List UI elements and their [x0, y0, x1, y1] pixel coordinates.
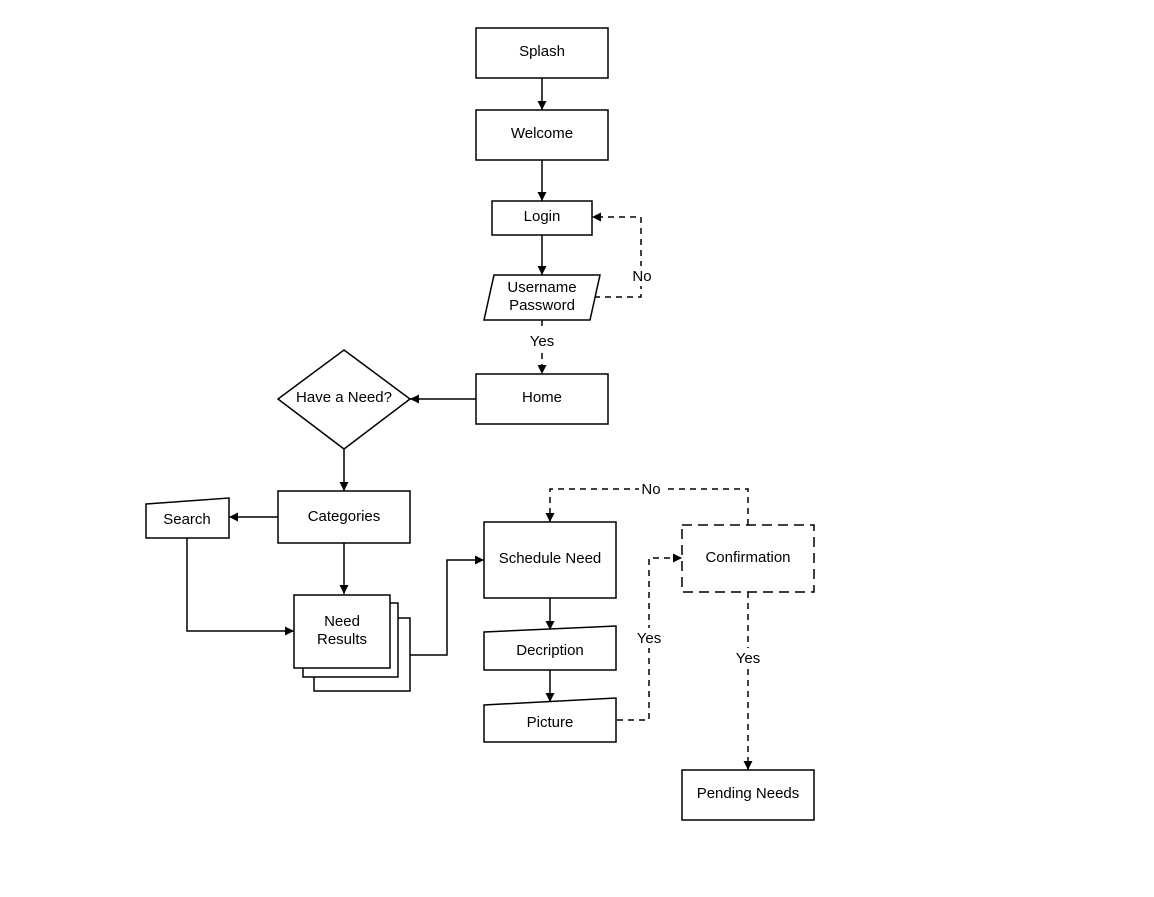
- edge-label-picture-yes: Yes: [637, 630, 661, 647]
- node-schedule-need-label: Schedule Need: [499, 550, 602, 567]
- node-home-label: Home: [522, 389, 562, 406]
- edge-label-confirmation-yes: Yes: [736, 650, 760, 667]
- node-home: Home: [475, 373, 609, 425]
- node-pending-needs-label: Pending Needs: [697, 785, 800, 802]
- node-need-results-label-line2: Results: [317, 631, 367, 648]
- node-login-label: Login: [524, 208, 561, 225]
- node-need-results: Need Results: [293, 594, 411, 692]
- node-search: Search: [145, 497, 230, 539]
- edge-label-confirmation-no: No: [641, 481, 660, 498]
- node-credentials: Username Password: [483, 274, 601, 321]
- node-splash-label: Splash: [519, 43, 565, 60]
- node-welcome: Welcome: [475, 109, 609, 161]
- edge-label-credentials-no: No: [632, 268, 651, 285]
- edge-need-results-to-schedule-need: [410, 555, 484, 656]
- node-picture: Picture: [483, 697, 617, 743]
- node-login: Login: [491, 200, 593, 236]
- node-credentials-label-line1: Username: [507, 279, 576, 296]
- edge-credentials-no-to-login: [592, 212, 642, 298]
- edge-label-credentials-yes: Yes: [530, 333, 554, 350]
- node-need-results-label-line1: Need: [324, 613, 360, 630]
- node-schedule-need: Schedule Need: [483, 521, 617, 599]
- node-have-need-label: Have a Need?: [296, 389, 392, 406]
- node-pending-needs: Pending Needs: [681, 769, 815, 821]
- node-splash: Splash: [475, 27, 609, 79]
- node-have-need: Have a Need?: [276, 349, 412, 450]
- node-credentials-label-line2: Password: [509, 297, 575, 314]
- node-confirmation: Confirmation: [681, 524, 815, 593]
- edge-search-to-need-results: [186, 538, 294, 636]
- node-categories: Categories: [277, 490, 411, 544]
- node-welcome-label: Welcome: [511, 125, 573, 142]
- node-description: Decription: [483, 625, 617, 671]
- node-confirmation-label: Confirmation: [705, 549, 790, 566]
- edge-labels: No Yes No Yes Yes: [527, 266, 763, 668]
- edges: [186, 78, 753, 770]
- node-categories-label: Categories: [308, 508, 381, 525]
- node-search-label: Search: [163, 511, 211, 528]
- node-picture-label: Picture: [527, 714, 574, 731]
- node-description-label: Decription: [516, 642, 584, 659]
